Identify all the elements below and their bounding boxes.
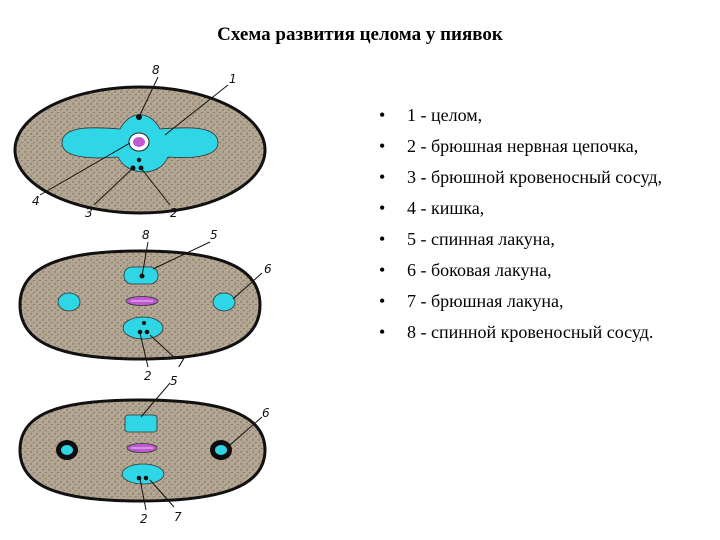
cross-section-top: 8 1 4 3 2 (13, 63, 267, 220)
lateral-lacuna-left-bottom-inner (61, 445, 73, 455)
label-6-bottom: 6 (262, 406, 270, 420)
label-6-middle: 6 (264, 262, 272, 276)
gut-lumen-top (133, 137, 145, 147)
label-2-middle: 2 (144, 369, 152, 383)
label-2-bottom: 2 (140, 512, 148, 526)
legend-item: 6 - боковая лакуна, (375, 258, 675, 282)
cross-section-bottom: 5 6 2 7 (18, 374, 270, 526)
ventral-vessel-middle (142, 321, 146, 325)
label-4-top: 4 (32, 194, 40, 208)
slide-title: Схема развития целома у пиявок (217, 24, 503, 45)
label-1-top: 1 (229, 72, 237, 86)
label-5-middle: 5 (210, 228, 218, 242)
nerve-cord-middle-a (137, 329, 143, 335)
label-7-bottom: 7 (174, 510, 182, 524)
lateral-lacuna-right-bottom-inner (215, 445, 227, 455)
dorsal-lacuna-bottom (124, 414, 158, 433)
cross-section-middle: 8 5 6 2 7 (18, 228, 272, 383)
label-3-top: 3 (85, 206, 93, 220)
label-8-top: 8 (152, 63, 160, 77)
lateral-lacuna-left-middle (57, 292, 81, 312)
legend-item: 2 - брюшная нервная цепочка, (375, 134, 675, 158)
legend-item: 5 - спинная лакуна, (375, 227, 675, 251)
legend-item: 3 - брюшной кровеносный сосуд, (375, 165, 675, 189)
legend-item: 1 - целом, (375, 103, 675, 127)
ventral-lacuna-middle (122, 316, 164, 340)
nerve-cord-middle-b (144, 329, 150, 335)
ventral-vessel-top (136, 157, 142, 163)
coelom-development-diagram: 8 1 4 3 2 8 5 6 2 7 (13, 63, 272, 526)
legend-item: 8 - спинной кровеносный сосуд. (375, 320, 675, 344)
legend-list: 1 - целом, 2 - брюшная нервная цепочка, … (375, 103, 675, 351)
label-7-middle: 7 (177, 356, 185, 370)
legend-item: 4 - кишка, (375, 196, 675, 220)
label-8-middle: 8 (142, 228, 150, 242)
nerve-cord-bottom-b (143, 475, 149, 481)
ventral-lacuna-bottom (121, 463, 165, 485)
legend-item: 7 - брюшная лакуна, (375, 289, 675, 313)
label-2-top: 2 (170, 206, 178, 220)
label-5-bottom: 5 (170, 374, 178, 388)
lateral-lacuna-right-middle (212, 292, 236, 312)
